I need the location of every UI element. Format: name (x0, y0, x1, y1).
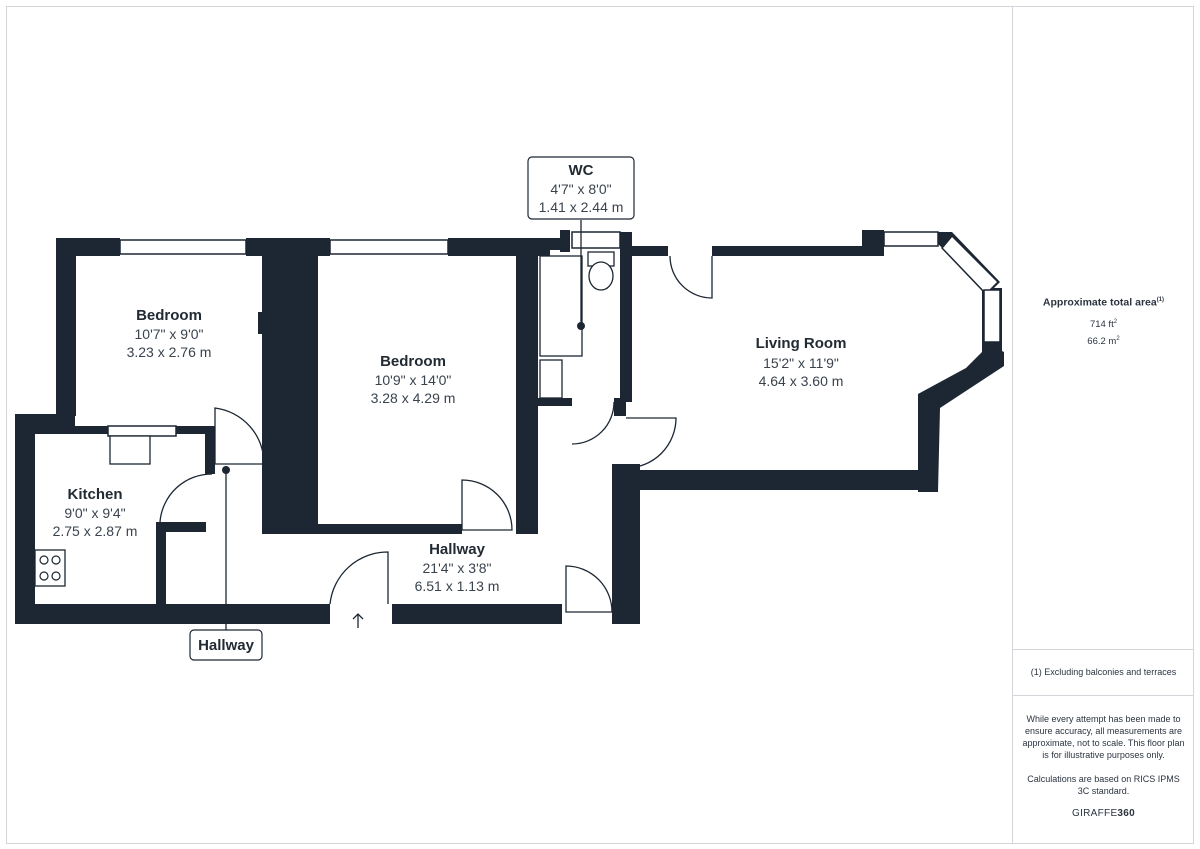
hallway-main-dim-metric: 6.51 x 1.13 m (415, 578, 500, 594)
bedroom2-dim-metric: 3.28 x 4.29 m (371, 390, 456, 406)
living-room-dim-imperial: 15'2" x 11'9" (763, 355, 839, 371)
hallway-main-name: Hallway (429, 541, 486, 558)
area-ft: 714 ft (1089, 319, 1114, 331)
brand-bold: 360 (1117, 808, 1136, 819)
disclaimer: While every attempt has been made to ens… (1022, 714, 1185, 760)
area-m: 66.2 m (1087, 336, 1117, 348)
kitchen-dim-metric: 2.75 x 2.87 m (53, 523, 138, 539)
walls (15, 230, 1004, 624)
bay-window-side (983, 289, 1001, 343)
bedroom1-name: Bedroom (136, 307, 202, 324)
wc-callout-box (527, 156, 635, 220)
living-room-name: Living Room (756, 335, 847, 352)
page-frame (6, 6, 1194, 844)
hallway-small-name: Hallway (198, 637, 255, 654)
brand-logo: GIRAFFE360 (1021, 808, 1186, 820)
area-title-line: Approximate total area(1) (1021, 294, 1186, 309)
sidebar: Approximate total area(1) 714 ft2 66.2 m… (1012, 6, 1194, 844)
kitchen-window (107, 425, 177, 437)
footnote: (1) Excluding balconies and terraces (1030, 667, 1177, 677)
wc-dim-metric: 1.41 x 2.44 m (539, 199, 624, 215)
sidebar-divider-2 (1013, 695, 1194, 696)
wc-name: WC (569, 162, 594, 179)
area-ft-sup: 2 (1113, 319, 1118, 325)
brand-light: GIRAFFE (1071, 808, 1118, 819)
door-swings (159, 255, 713, 613)
bay-window-diagonal (940, 234, 1000, 296)
bedroom1-dim-imperial: 10'7" x 9'0" (135, 326, 204, 342)
living-room-dim-metric: 4.64 x 3.60 m (759, 373, 844, 389)
windows (119, 231, 939, 255)
hallway-small-callout-box (189, 629, 263, 661)
area-m-sup: 2 (1116, 336, 1120, 342)
area-title: Approximate total area (1042, 296, 1157, 309)
wc-fixtures (109, 251, 615, 465)
hallway-main-dim-imperial: 21'4" x 3'8" (423, 560, 492, 576)
hob-icon (34, 549, 66, 587)
calc-note: Calculations are based on RICS IPMS 3C s… (1027, 774, 1180, 796)
kitchen-name: Kitchen (67, 486, 122, 503)
entrance-arrow-icon (352, 613, 364, 628)
floor-plan: Bedroom 10'7" x 9'0" 3.23 x 2.76 m Bedro… (15, 156, 1004, 661)
kitchen-dim-imperial: 9'0" x 9'4" (64, 505, 125, 521)
bedroom1-dim-metric: 3.23 x 2.76 m (127, 344, 212, 360)
area-m-line: 66.2 m2 (1021, 333, 1186, 348)
sidebar-divider-1 (1013, 649, 1194, 650)
area-footnote-mark: (1) (1156, 297, 1165, 303)
bedroom2-dim-imperial: 10'9" x 14'0" (375, 372, 452, 388)
wc-dim-imperial: 4'7" x 8'0" (550, 181, 611, 197)
area-ft-line: 714 ft2 (1021, 316, 1186, 331)
bedroom2-name: Bedroom (380, 353, 446, 370)
